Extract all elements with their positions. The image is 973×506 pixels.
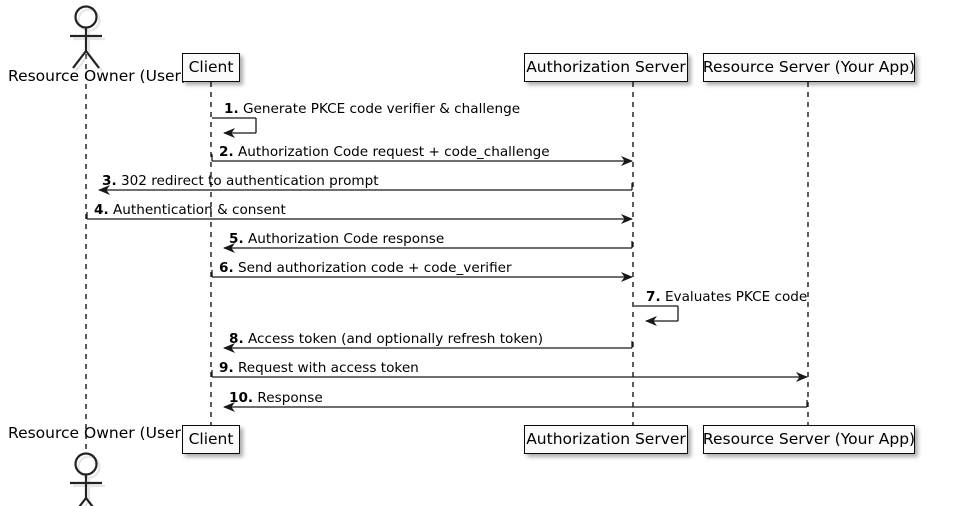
message-text-6: Send authorization code + code_verifier [237, 260, 512, 276]
message-text-3: 302 redirect to authentication prompt [120, 173, 379, 189]
participant-box-client-top[interactable]: Client [182, 53, 240, 82]
actor-figures-group [70, 5, 105, 506]
message-arrow-6 [211, 270, 633, 282]
participant-label-resource-owner-bottom: Resource Owner (User) [8, 424, 187, 442]
actor-leg-left [75, 53, 90, 72]
participant-label-resource-server-top: Resource Server (Your App) [702, 57, 916, 76]
message-label-5: 5. Authorization Code response [229, 231, 445, 247]
message-label-7: 7. Evaluates PKCE code [646, 289, 808, 305]
message-arrow-9 [211, 370, 808, 382]
message-number-9: 9. [219, 360, 234, 376]
message-label-10: 10. Response [229, 390, 323, 406]
message-arrow-7 [634, 305, 679, 326]
actor-head [77, 455, 101, 479]
message-label-3: 3. 302 redirect to authentication prompt [102, 173, 379, 189]
actor-head [74, 452, 98, 476]
message-arrows-group [86, 117, 808, 412]
message-number-8: 8. [229, 331, 244, 347]
message-number-6: 6. [219, 260, 234, 276]
message-label-1: 1. Generate PKCE code verifier & challen… [224, 101, 521, 117]
actor-leg-left [72, 50, 87, 69]
message-arrow-2 [211, 154, 633, 166]
message-number-3: 3. [102, 173, 117, 189]
message-label-2: 2. Authorization Code request + code_cha… [219, 144, 550, 160]
participant-box-resource-server-top[interactable]: Resource Server (Your App) [703, 53, 915, 82]
message-label-9: 9. Request with access token [219, 360, 419, 376]
message-number-4: 4. [94, 202, 109, 218]
participant-box-resource-server-bottom[interactable]: Resource Server (Your App) [703, 425, 915, 454]
message-number-5: 5. [229, 231, 244, 247]
lifelines-group [85, 44, 809, 453]
message-text-10: Response [257, 390, 323, 406]
message-label-8: 8. Access token (and optionally refresh … [229, 331, 544, 347]
message-arrow-1 [212, 117, 257, 138]
participant-label-resource-server-bottom: Resource Server (Your App) [702, 429, 916, 448]
message-arrow-8 [223, 341, 633, 353]
participant-box-authorization-server-bottom[interactable]: Authorization Server [524, 425, 688, 454]
message-label-4: 4. Authentication & consent [94, 202, 286, 218]
message-label-6: 6. Send authorization code + code_verifi… [219, 260, 512, 276]
participant-box-client-bottom[interactable]: Client [182, 425, 240, 454]
message-number-1: 1. [224, 101, 239, 117]
participant-label-authorization-server-bottom: Authorization Server [526, 429, 686, 448]
message-arrow-10 [223, 400, 808, 412]
actor-shadow [73, 455, 105, 506]
message-arrow-5 [223, 241, 633, 253]
actor-leg-left [83, 500, 90, 506]
participant-label-resource-owner-top: Resource Owner (User) [8, 67, 187, 85]
actor-figure-resource-owner-bottom [70, 452, 105, 506]
message-arrow-4 [86, 212, 633, 224]
message-number-10: 10. [229, 390, 254, 406]
actor-figure-resource-owner-top [70, 5, 105, 72]
participant-box-authorization-server-top[interactable]: Authorization Server [524, 53, 688, 82]
actor-leg-right [85, 50, 100, 69]
participant-label-authorization-server-top: Authorization Server [526, 57, 686, 76]
actor-leg-right [85, 497, 94, 506]
actor-leg-left [78, 497, 87, 506]
message-text-2: Authorization Code request + code_challe… [237, 144, 550, 160]
participant-label-client-top: Client [188, 57, 234, 76]
message-text-4: Authentication & consent [112, 202, 286, 218]
message-number-2: 2. [219, 144, 234, 160]
message-text-9: Request with access token [237, 360, 419, 376]
actor-head [74, 5, 98, 29]
participant-label-client-bottom: Client [188, 429, 234, 448]
actor-head [77, 8, 101, 32]
message-text-7: Evaluates PKCE code [664, 289, 808, 305]
message-text-8: Access token (and optionally refresh tok… [247, 331, 544, 347]
message-number-7: 7. [646, 289, 661, 305]
message-text-5: Authorization Code response [247, 231, 445, 247]
message-arrow-3 [98, 183, 633, 195]
message-text-1: Generate PKCE code verifier & challenge [242, 101, 521, 117]
